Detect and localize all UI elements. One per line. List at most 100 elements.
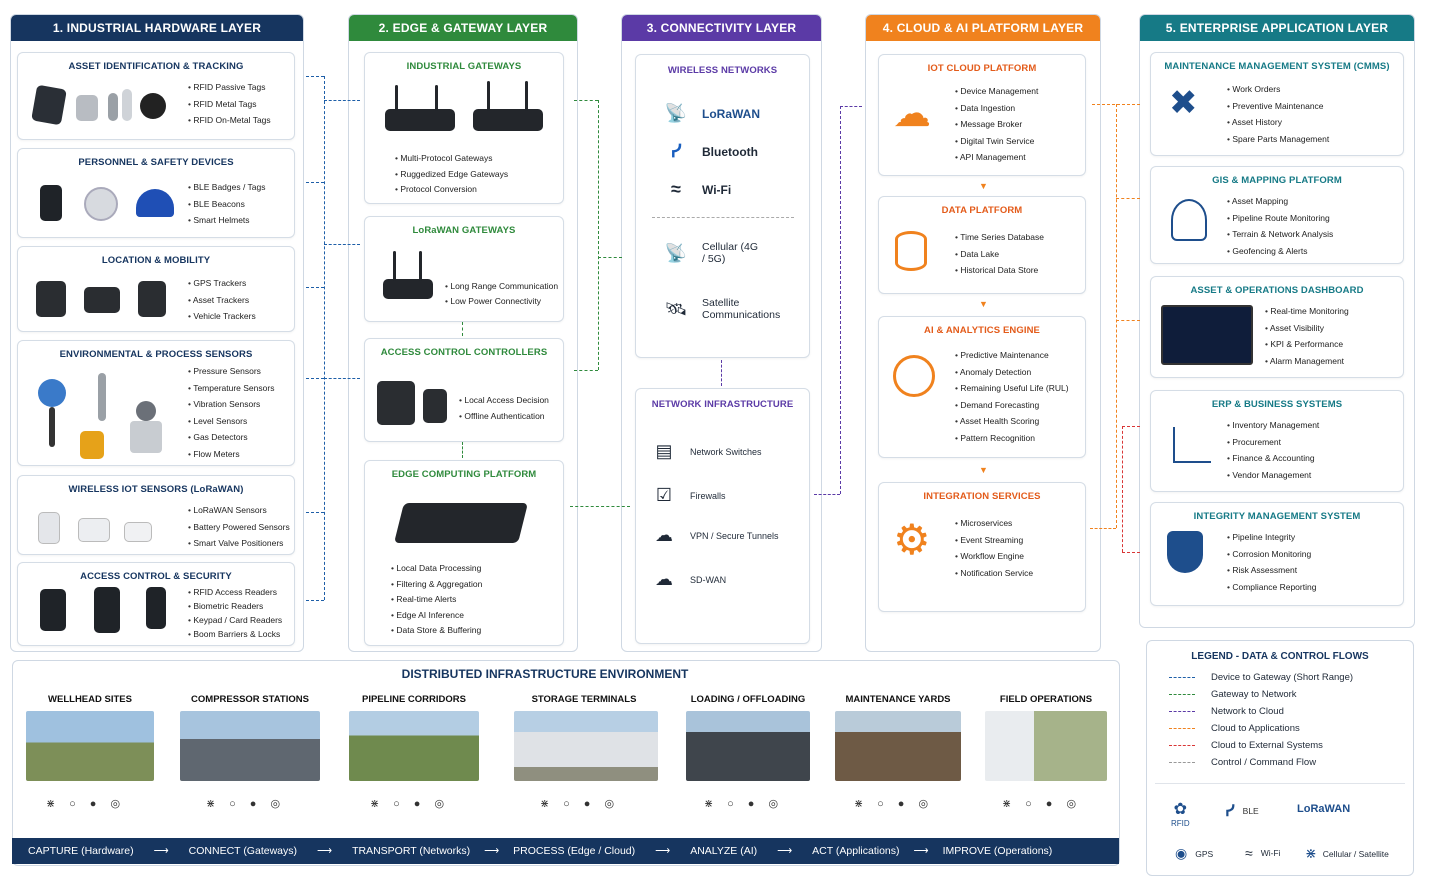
site-image [180, 711, 320, 781]
site-title: FIELD OPERATIONS [999, 694, 1093, 705]
ent-item: Terrain & Network Analysis [1227, 226, 1333, 243]
pressure-sensor-stem [49, 407, 55, 447]
hw-item: Vehicle Trackers [188, 308, 255, 325]
legend-row: Device to Gateway (Short Range) [1169, 672, 1413, 683]
lorawan-sensor-icon [38, 512, 60, 544]
legend-cellular: ⋇Cellular / Satellite [1305, 845, 1389, 862]
flow-arrow-icon: ⟶ [655, 845, 671, 857]
flow-step: PROCESS (Edge / Cloud) [513, 845, 636, 857]
network-to-cloud-connector [814, 494, 840, 495]
operations-dashboard-box: ASSET & OPERATIONS DASHBOARD Real-time M… [1150, 276, 1404, 378]
bluetooth-icon: ᓯ [670, 141, 682, 161]
edge-items: Local Access Decision Offline Authentica… [459, 393, 549, 424]
vehicle-tracker-icon [138, 281, 166, 317]
ent-item: Risk Assessment [1227, 562, 1316, 579]
flow-arrow-icon: ⟶ [153, 845, 169, 857]
cloud-down-arrow: ▼ [979, 465, 988, 475]
site-tech-icons: ⋇○●◎ [1001, 798, 1091, 810]
hw-box-title: ENVIRONMENTAL & PROCESS SENSORS [59, 349, 253, 360]
site-storage: STORAGE TERMINALS⋇○●◎ [514, 694, 658, 810]
lorawan-gateway-icon [383, 279, 433, 299]
edge-access-controllers: ACCESS CONTROL CONTROLLERS Local Access … [364, 338, 564, 442]
cloud-items: Predictive Maintenance Anomaly Detection… [955, 347, 1069, 446]
ent-items: Asset Mapping Pipeline Route Monitoring … [1227, 193, 1333, 259]
ent-items: Real-time Monitoring Asset Visibility KP… [1265, 303, 1349, 369]
legend-title: LEGEND - DATA & CONTROL FLOWS [1191, 651, 1369, 662]
cloud-item: Workflow Engine [955, 548, 1033, 565]
hw-item: Battery Powered Sensors [188, 519, 289, 536]
process-flow-bar: CAPTURE (Hardware)⟶ CONNECT (Gateways)⟶ … [12, 838, 1119, 864]
edge-item: Data Store & Buffering [391, 623, 482, 639]
cloud-item: Data Lake [955, 246, 1044, 263]
hw-item: RFID Passive Tags [188, 79, 271, 96]
edge-connector [574, 100, 598, 101]
hardware-layer-title: 1. INDUSTRIAL HARDWARE LAYER [11, 15, 303, 41]
wifi-icon: ≈ [671, 179, 681, 199]
cloud-to-apps-connector [1116, 198, 1140, 199]
edge-item: Ruggedized Edge Gateways [395, 167, 508, 183]
ent-item: Compliance Reporting [1227, 579, 1316, 596]
network-to-cloud-vertical [840, 106, 841, 494]
site-pipeline: PIPELINE CORRIDORS⋇○●◎ [344, 694, 484, 810]
hw-items: BLE Badges / Tags BLE Beacons Smart Helm… [188, 179, 266, 229]
legend-lorawan: LoRaWAN [1297, 803, 1351, 815]
legend-rfid: ✿RFID [1171, 799, 1190, 828]
hw-item: Flow Meters [188, 446, 274, 463]
location-pin-icon: ◉ [1175, 845, 1188, 861]
database-icon [895, 231, 927, 271]
site-image [686, 711, 810, 781]
temperature-sensor-icon [98, 373, 106, 421]
keypad-reader-icon [146, 587, 166, 629]
tools-icon: ✖ [1169, 84, 1198, 122]
legend-line [1169, 677, 1195, 678]
on-metal-tag-icon [108, 93, 118, 121]
site-wellhead: WELLHEAD SITES⋇○●◎ [20, 694, 160, 810]
hw-item: RFID Access Readers [188, 585, 282, 599]
ent-item: Vendor Management [1227, 467, 1319, 484]
hw-connector [306, 182, 324, 183]
ble-beacon-icon [84, 187, 118, 221]
hw-to-edge-connector [324, 378, 360, 379]
hw-items: Pressure Sensors Temperature Sensors Vib… [188, 363, 274, 462]
hw-item: BLE Beacons [188, 196, 266, 213]
flow-arrow-icon: ⟶ [484, 845, 500, 857]
ent-item: Finance & Accounting [1227, 450, 1319, 467]
edge-item: Multi-Protocol Gateways [395, 151, 508, 167]
hw-item: Level Sensors [188, 413, 274, 430]
edge-box-title: LoRaWAN GATEWAYS [412, 225, 516, 236]
edge-item: Real-time Alerts [391, 592, 482, 608]
legend-label: Gateway to Network [1211, 689, 1297, 700]
hw-connector-vertical [324, 76, 325, 600]
cloud-lock-icon: ☁ [655, 525, 673, 545]
ent-box-title: ASSET & OPERATIONS DASHBOARD [1190, 285, 1364, 296]
edge-connector-vertical [598, 100, 599, 370]
edge-items: Local Data Processing Filtering & Aggreg… [391, 561, 482, 639]
cloud-to-external-connector [1122, 426, 1140, 427]
hw-box-title: PERSONNEL & SAFETY DEVICES [78, 157, 234, 168]
cloud-item: Data Ingestion [955, 100, 1038, 117]
ent-item: Corrosion Monitoring [1227, 546, 1316, 563]
hw-to-edge-connector [324, 100, 360, 101]
level-sensor-icon [80, 431, 104, 459]
cloud-network-icon: ☁ [655, 569, 673, 589]
flow-meter-pipe [130, 421, 162, 453]
environment-panel [12, 660, 1120, 866]
bar-chart-icon [1173, 427, 1211, 463]
flow-arrow-icon: ⟶ [777, 845, 793, 857]
enterprise-layer-title: 5. ENTERPRISE APPLICATION LAYER [1140, 15, 1414, 41]
ent-item: Pipeline Route Monitoring [1227, 210, 1333, 227]
gateway-antenna-icon [419, 251, 422, 281]
hw-box-title: LOCATION & MOBILITY [101, 255, 211, 266]
site-title: MAINTENANCE YARDS [845, 694, 951, 705]
cloud-item: Asset Health Scoring [955, 413, 1069, 430]
gis-mapping-box: GIS & MAPPING PLATFORM Asset Mapping Pip… [1150, 166, 1404, 264]
ent-item: Procurement [1227, 434, 1319, 451]
edge-item: Filtering & Aggregation [391, 577, 482, 593]
edge-item: Local Access Decision [459, 393, 549, 409]
legend-divider [1155, 783, 1405, 784]
cloud-items: Time Series Database Data Lake Historica… [955, 229, 1044, 279]
legend-label: Network to Cloud [1211, 706, 1284, 717]
cloud-item: Predictive Maintenance [955, 347, 1069, 364]
gateway-device-icon [385, 109, 455, 131]
